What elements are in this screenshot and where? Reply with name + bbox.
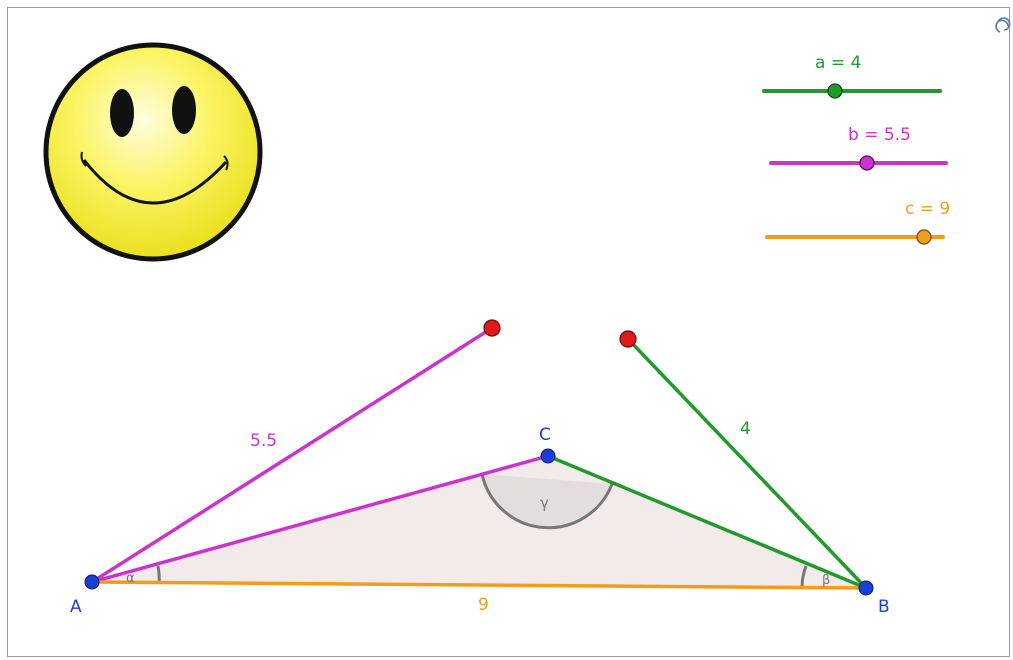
slider-b-handle[interactable] [859, 155, 875, 171]
slider-a-label: a = 4 [815, 53, 861, 73]
smiley-face-icon [43, 42, 263, 262]
segment-a-free[interactable] [626, 337, 868, 590]
side-c[interactable] [91, 580, 867, 590]
slider-c[interactable]: c = 9 [765, 199, 950, 245]
triangle-interior [92, 456, 866, 588]
slider-b[interactable]: b = 5.5 [769, 125, 948, 171]
label-segment-c: 9 [478, 595, 489, 615]
label-point-A: A [70, 597, 82, 617]
label-angle-alpha: α [126, 571, 135, 586]
slider-a[interactable]: a = 4 [762, 53, 942, 99]
slider-c-label: c = 9 [905, 199, 950, 219]
free-point-a-end[interactable] [619, 330, 637, 348]
point-B[interactable] [858, 580, 874, 596]
label-point-C: C [539, 425, 551, 445]
side-b[interactable] [91, 454, 549, 584]
label-segment-a: 4 [740, 419, 751, 439]
label-segment-b: 5.5 [250, 431, 277, 451]
segment-b-free[interactable] [91, 326, 493, 584]
label-angle-gamma: γ [540, 494, 549, 512]
point-A[interactable] [84, 574, 100, 590]
slider-b-label: b = 5.5 [848, 125, 911, 145]
graphics-view-reset-icon[interactable] [995, 17, 1011, 33]
angle-gamma-arc [480, 473, 614, 530]
slider-a-handle[interactable] [827, 83, 843, 99]
point-C[interactable] [540, 448, 556, 464]
label-point-B: B [878, 597, 890, 617]
side-a[interactable] [547, 454, 867, 590]
free-point-b-end[interactable] [483, 319, 501, 337]
slider-c-handle[interactable] [916, 229, 932, 245]
label-angle-beta: β [822, 573, 830, 588]
